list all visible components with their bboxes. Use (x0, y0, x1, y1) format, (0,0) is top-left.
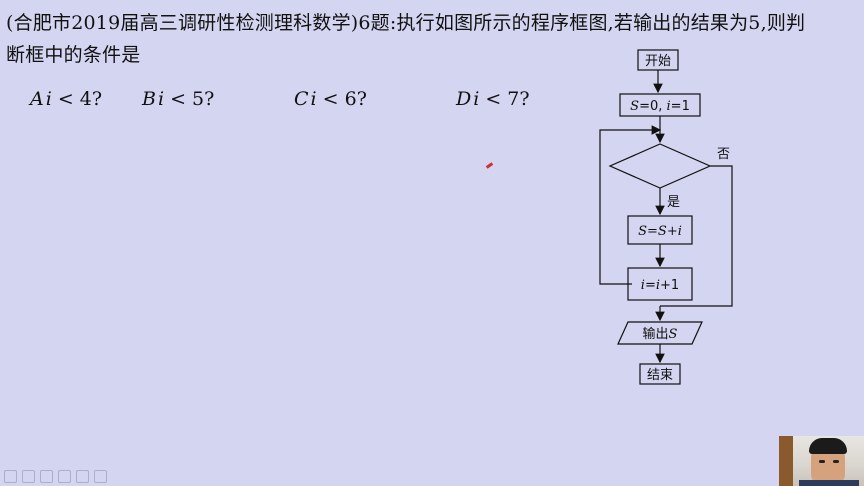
option-var: i (45, 88, 52, 110)
program-flowchart: 开始 S=0, i=1 否 是 S=S+i i=i+1 输出S 结束 (599, 49, 733, 385)
end-box (639, 363, 681, 385)
option-cond: < 4? (51, 88, 103, 110)
increment-i-label: i=i+1 (641, 278, 679, 293)
presenter-eye (819, 460, 825, 463)
pen-tool-icon[interactable] (22, 469, 35, 483)
option-letter: B (142, 88, 156, 110)
output-box (617, 321, 703, 345)
eraser-tool-icon[interactable] (40, 469, 53, 483)
presenter-shirt (799, 480, 859, 486)
background-door (779, 436, 793, 486)
update-s-label: S=S+i (638, 224, 682, 239)
decision-diamond (608, 143, 712, 189)
option-var: i (157, 88, 165, 110)
pen-cursor-icon (485, 162, 494, 169)
option-var: i (473, 88, 480, 110)
screen-tool-icon[interactable] (94, 469, 107, 483)
shape-tool-icon[interactable] (58, 469, 71, 483)
option-letter: C (294, 88, 309, 110)
presenter-hair (809, 438, 847, 454)
question-text-line1: (合肥市2019届高三调研性检测理科数学)6题:执行如图所示的程序框图,若输出的… (6, 12, 806, 34)
increment-i-box (627, 267, 693, 301)
presenter-eye (833, 460, 839, 463)
pointer-tool-icon[interactable] (4, 469, 17, 483)
annotation-toolbar (4, 468, 107, 484)
option-cond: < 5? (164, 88, 215, 110)
text-tool-icon[interactable] (76, 469, 89, 483)
webcam-overlay (779, 436, 864, 486)
option-letter: D (456, 88, 472, 110)
option-var: i (310, 88, 317, 110)
no-label: 否 (717, 147, 730, 162)
init-label: S=0, i=1 (630, 99, 690, 114)
option-letter: A (30, 88, 44, 110)
start-label: 开始 (645, 54, 671, 69)
option-cond: < 6? (316, 88, 367, 110)
yes-label: 是 (667, 195, 680, 210)
output-label: 输出S (643, 326, 678, 342)
end-label: 结束 (647, 368, 673, 383)
question-text-line2: 断框中的条件是 (6, 44, 141, 66)
option-cond: < 7? (479, 88, 530, 110)
